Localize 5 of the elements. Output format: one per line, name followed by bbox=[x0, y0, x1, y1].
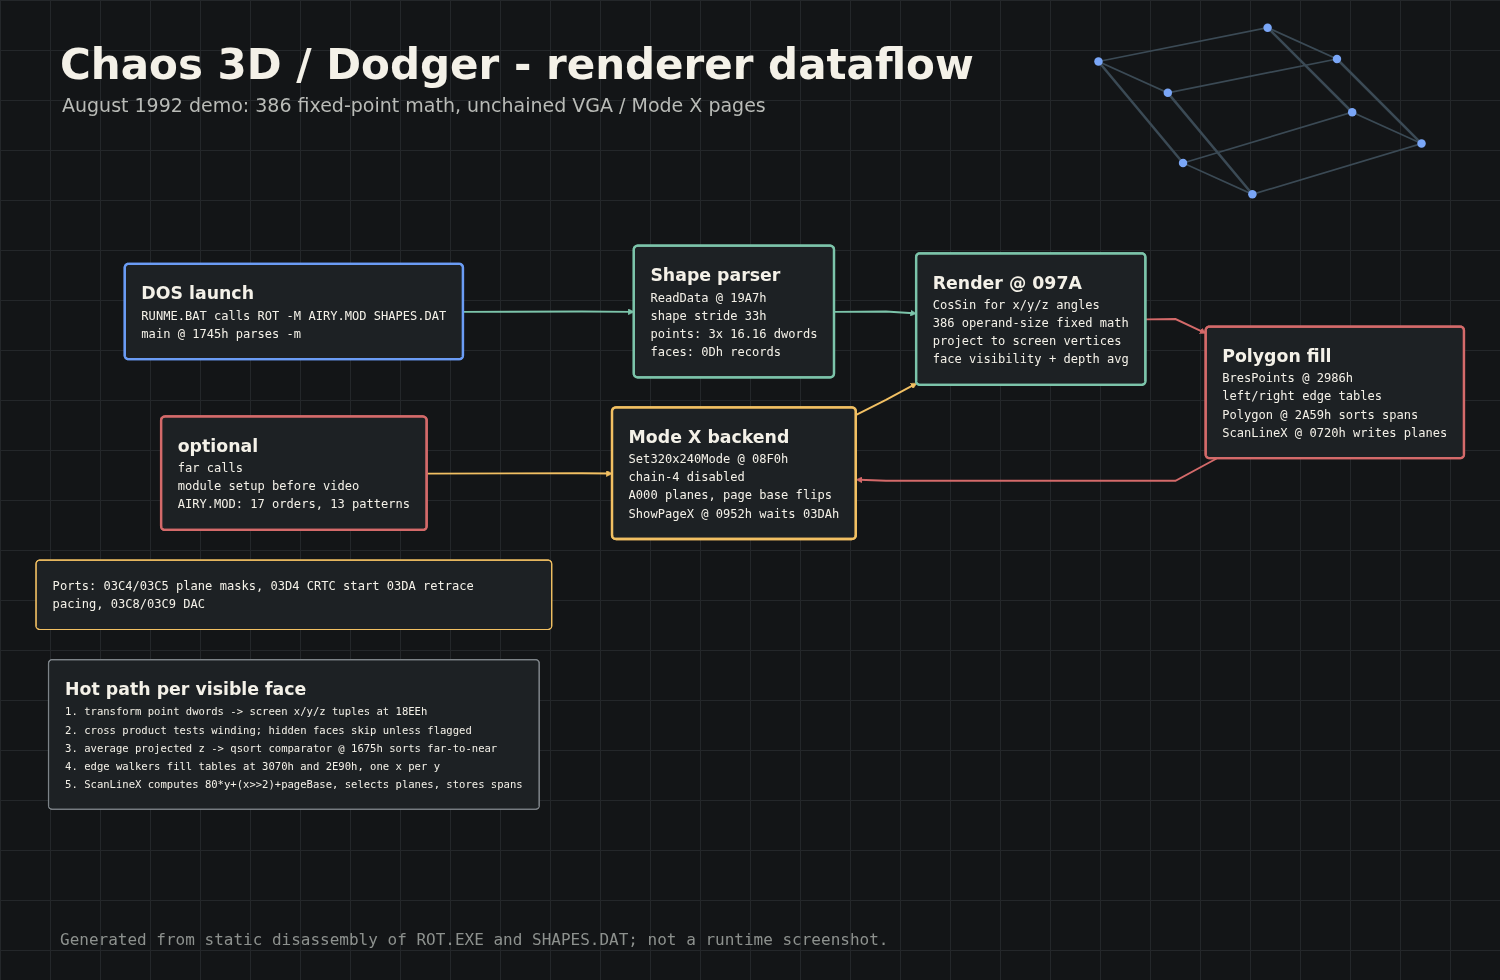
arrow bbox=[855, 382, 918, 416]
caption: Generated from static disassembly of ROT.EXE and SHAPES.DAT; not a runtime screenshot. bbox=[60, 930, 889, 949]
subtitle: August 1992 demo: 386 fixed-point math, unchained VGA / Mode X pages bbox=[62, 94, 766, 116]
diagram-title: Chaos 3D / Dodger - renderer dataflow bbox=[60, 40, 974, 89]
arrow bbox=[426, 470, 613, 477]
